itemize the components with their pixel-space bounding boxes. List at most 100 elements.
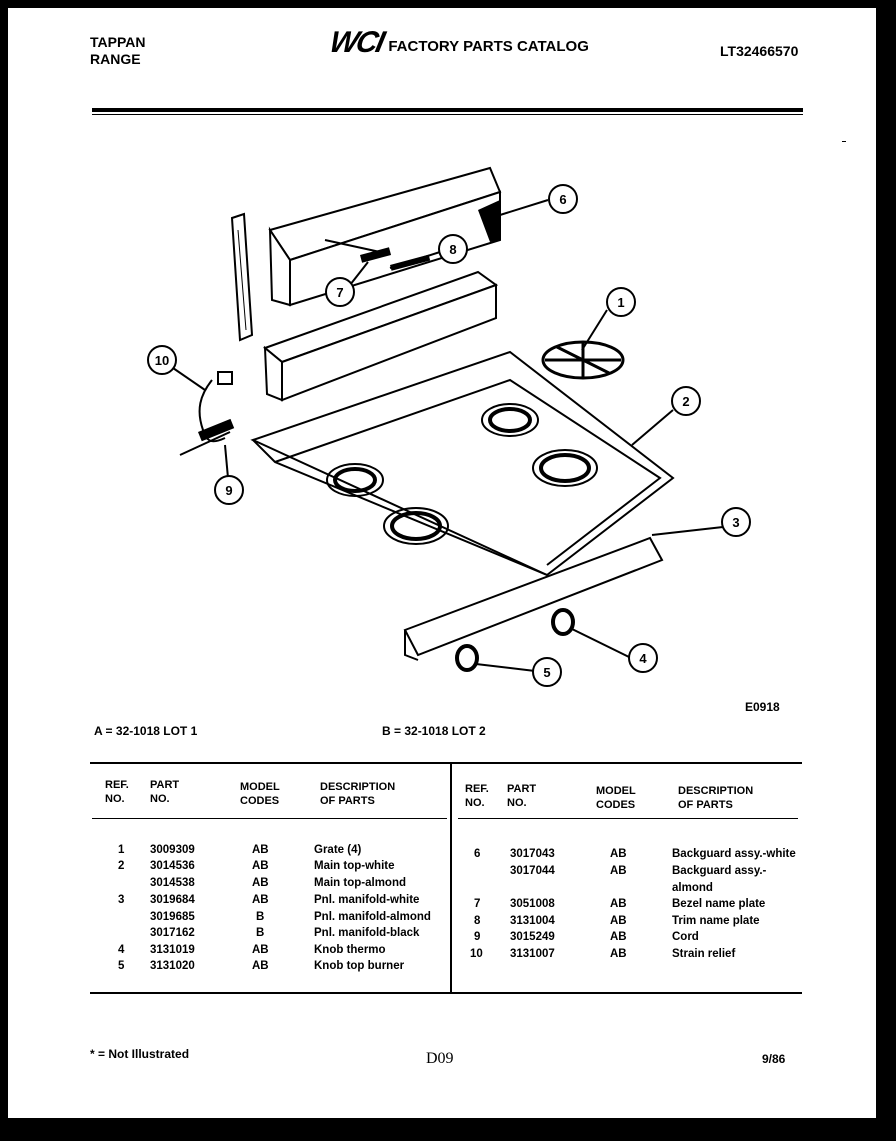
cell-desc: Grate (4) [314,844,362,856]
cell-ref: 1 [118,844,125,856]
cell-model: AB [252,877,269,889]
lot-b-label: B = 32-1018 LOT 2 [382,724,486,738]
cell-model: AB [610,898,627,910]
brand-line-2: RANGE [90,51,141,67]
cell-desc: Pnl. manifold-almond [314,911,431,923]
brand-block: TAPPAN RANGE [90,34,145,68]
header-underline-left [92,818,447,819]
cell-model: AB [252,944,269,956]
cell-part: 3017043 [510,848,555,860]
cell-part: 3017162 [150,927,195,939]
header-underline-right [458,818,798,819]
callout-5 [532,657,562,687]
catalog-date: 9/86 [762,1052,786,1066]
backguard-part [268,166,502,307]
cell-model: AB [252,960,269,972]
cell-part: 3131004 [510,915,555,927]
side-strip-part [230,212,254,342]
cell-model: AB [610,848,627,860]
header-rule [92,108,803,112]
callout-7 [325,277,355,307]
diagram-code: E0918 [745,700,780,714]
cell-desc: Pnl. manifold-black [314,927,420,939]
header-ref-left: REF. NO. [105,779,129,805]
cell-model: AB [610,948,627,960]
cell-part: 3014538 [150,877,195,889]
cell-ref: 9 [474,931,481,943]
cell-model: AB [610,865,627,877]
callout-label: 2 [682,394,689,409]
cell-desc: Cord [672,931,699,943]
callout-10 [147,345,177,375]
cell-ref: 7 [474,898,481,910]
knob-thermo-part [551,608,630,658]
callout-4 [628,643,658,673]
not-illustrated-note: * = Not Illustrated [90,1047,190,1061]
cell-ref: 4 [118,944,125,956]
cell-ref: 10 [470,948,483,960]
callout-label: 10 [155,353,169,368]
cell-part: 3019685 [150,911,195,923]
cell-desc: Pnl. manifold-white [314,894,420,906]
main-top-part [250,350,675,577]
cell-part: 3131019 [150,944,195,956]
cell-ref: 2 [118,860,125,872]
brand-line-1: TAPPAN [90,34,146,50]
callout-label: 6 [559,192,566,207]
callout-6 [548,184,578,214]
lot-a-label: A = 32-1018 LOT 1 [94,724,198,738]
cell-model: B [256,911,265,923]
margin-tick [842,141,846,142]
manifold-panel-part [403,526,724,661]
cell-part: 3017044 [510,865,555,877]
header-part-left: PART NO. [150,779,180,805]
table-top-rule [90,762,802,764]
knob-burner-part [455,644,536,672]
catalog-title: FACTORY PARTS CATALOG [388,37,589,55]
cell-desc: Strain relief [672,948,736,960]
catalog-number: LT32466570 [720,43,799,59]
callout-3 [721,507,751,537]
cell-desc: Backguard assy.-white [672,848,796,860]
callout-label: 4 [639,651,647,666]
cell-part: 3051008 [510,898,555,910]
cell-model: B [256,927,265,939]
cell-part: 3131007 [510,948,555,960]
cell-ref: 8 [474,915,481,927]
page-number: D09 [426,1050,454,1067]
cell-desc: Main top-white [314,860,395,872]
callout-2 [671,386,701,416]
callout-label: 8 [449,242,456,257]
callout-label: 5 [543,665,550,680]
callout-8 [438,234,468,264]
catalog-header: WCI FACTORY PARTS CATALOG [327,26,589,60]
cell-model: AB [610,931,627,943]
callout-label: 7 [336,285,343,300]
cell-desc: Main top-almond [314,877,406,889]
header-rule-thin [92,114,803,115]
cord-part [179,371,235,456]
header-part-right: PART NO. [507,783,537,809]
callout-label: 3 [732,515,739,530]
callout-label: 9 [225,483,232,498]
cell-ref: 3 [118,894,125,906]
cell-desc: Trim name plate [672,915,760,927]
cell-part: 3014536 [150,860,195,872]
rear-panel-part [263,270,499,402]
bezel-plate-part [360,247,392,263]
cell-desc: Knob top burner [314,960,405,972]
cell-desc: Backguard assy.- [672,865,767,877]
cell-model: AB [610,915,627,927]
cell-desc: Bezel name plate [672,898,766,910]
header-desc-right: DESCRIPTION OF PARTS [678,785,754,811]
header-ref-right: REF. NO. [465,783,489,809]
cell-model: AB [252,860,269,872]
cell-part: 3019684 [150,894,195,906]
header-model-right: MODEL CODES [596,785,636,811]
table-bottom-rule [90,992,802,994]
table-divider [450,764,452,992]
callout-9 [214,475,244,505]
cell-part: 3131020 [150,960,195,972]
callout-label: 1 [617,295,624,310]
